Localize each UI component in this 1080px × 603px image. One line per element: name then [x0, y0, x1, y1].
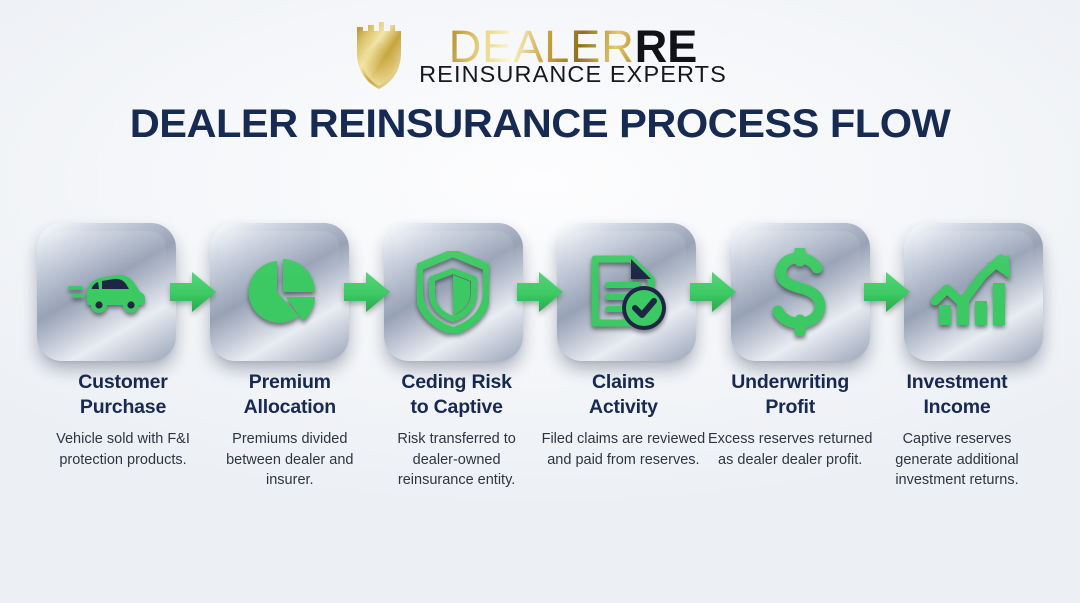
caption-premium-allocation: Premium Allocation Premiums divided betw… — [207, 370, 373, 491]
brand-logo: DEALER RE REINSURANCE EXPERTS — [0, 14, 1080, 96]
shield-icon — [411, 250, 495, 334]
caption-claims-activity: Claims Activity Filed claims are reviewe… — [540, 370, 706, 491]
caption-title: Ceding Risk to Captive — [401, 371, 512, 418]
caption-title: Premium Allocation — [243, 371, 336, 418]
document-check-icon — [585, 250, 669, 334]
brand-dealer-text: DEALER — [448, 20, 635, 72]
right-arrow-icon — [516, 268, 563, 316]
process-step-card-claims-activity[interactable] — [557, 223, 697, 361]
caption-description: Excess reserves returned as dealer deale… — [707, 430, 873, 468]
brand-tagline: REINSURANCE EXPERTS — [419, 60, 727, 87]
right-arrow-icon — [863, 268, 910, 316]
process-step-card-underwriting-profit[interactable] — [730, 223, 870, 361]
brand-re-text: RE — [634, 20, 698, 72]
caption-title: Underwriting Profit — [731, 371, 850, 418]
caption-description: Premiums divided between dealer and insu… — [226, 430, 354, 489]
caption-underwriting-profit: Underwriting Profit Excess reserves retu… — [707, 370, 873, 491]
process-step-card-ceding-risk[interactable] — [383, 223, 523, 361]
process-step-card-investment-income[interactable] — [903, 223, 1043, 361]
process-captions-row: Customer Purchase Vehicle sold with F&I … — [40, 370, 1040, 491]
caption-title: Customer Purchase — [78, 371, 168, 418]
caption-description: Captive reserves generate additional inv… — [895, 430, 1019, 489]
brand-wordmark: DEALER RE REINSURANCE EXPERTS — [419, 24, 727, 87]
pie-chart-icon — [238, 250, 322, 334]
right-arrow-icon — [170, 268, 217, 316]
car-icon — [65, 250, 149, 334]
caption-ceding-risk: Ceding Risk to Captive Risk transferred … — [374, 370, 540, 491]
gold-castle-shield-icon — [353, 19, 405, 91]
caption-description: Vehicle sold with F&I protection product… — [56, 430, 190, 468]
caption-description: Risk transferred to dealer-owned reinsur… — [397, 430, 516, 489]
process-flow-row — [37, 223, 1043, 361]
right-arrow-icon — [690, 268, 737, 316]
dollar-sign-icon — [758, 248, 842, 336]
caption-description: Filed claims are reviewed and paid from … — [541, 430, 706, 468]
caption-title: Investment Income — [906, 371, 1008, 418]
growth-chart-icon — [931, 250, 1015, 334]
caption-investment-income: Investment Income Captive reserves gener… — [874, 370, 1040, 491]
caption-customer-purchase: Customer Purchase Vehicle sold with F&I … — [40, 370, 206, 491]
right-arrow-icon — [343, 268, 390, 316]
caption-title: Claims Activity — [588, 371, 658, 418]
process-step-card-premium-allocation[interactable] — [210, 223, 350, 361]
process-step-card-customer-purchase[interactable] — [37, 223, 176, 361]
page-title: DEALER REINSURANCE PROCESS FLOW — [129, 102, 951, 146]
